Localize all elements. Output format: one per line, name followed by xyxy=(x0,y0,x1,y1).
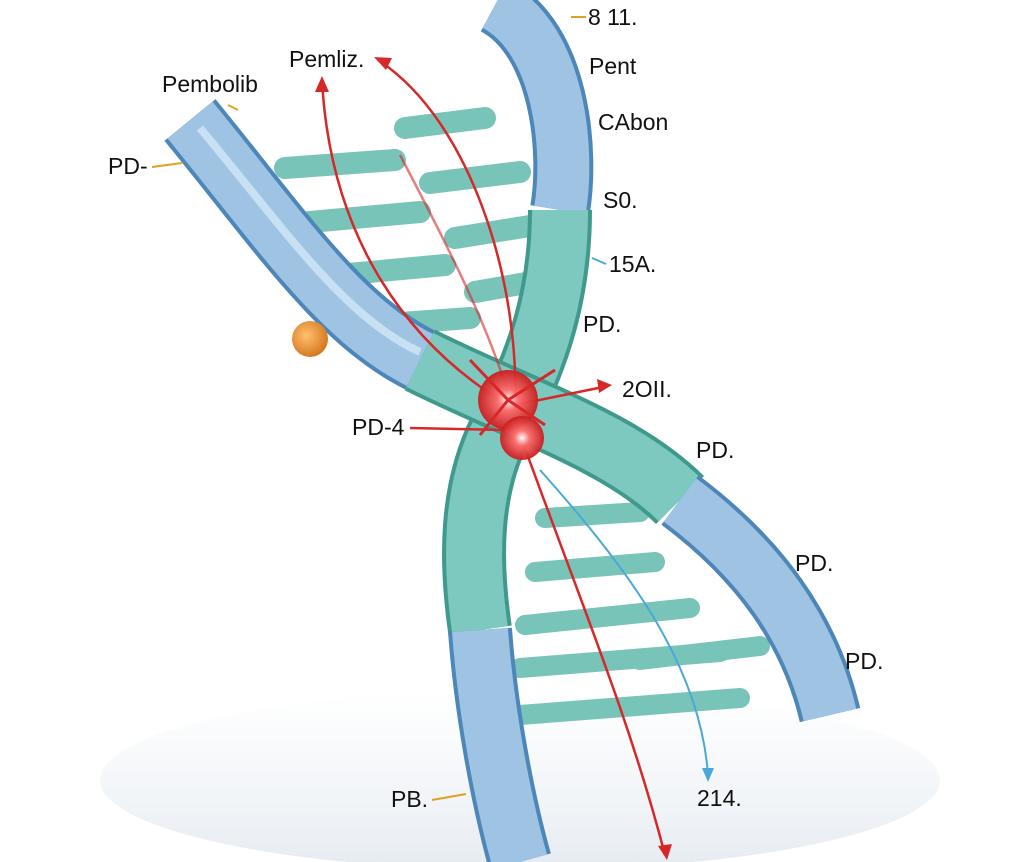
label-2011: 2OII. xyxy=(622,376,672,402)
label-pembolib: Pembolib xyxy=(162,71,258,97)
label-cabon: CAbon xyxy=(598,109,669,135)
red-arrow-down xyxy=(520,439,667,856)
rung xyxy=(299,201,431,233)
label-pent: Pent xyxy=(589,53,637,79)
label-214: 214. xyxy=(697,785,742,811)
red-arrow-up-left xyxy=(320,79,509,407)
rung xyxy=(444,215,541,249)
rung xyxy=(525,552,665,582)
label-pd-3: PD. xyxy=(795,550,834,576)
label-pd-2: PD. xyxy=(696,437,735,463)
label-pb: PB. xyxy=(391,786,429,812)
rung xyxy=(394,107,496,139)
arrowhead xyxy=(315,76,329,92)
arrowhead xyxy=(597,379,612,393)
arrowhead xyxy=(374,57,392,70)
rung xyxy=(274,149,406,179)
blue-pointer-15a xyxy=(591,257,607,265)
rung xyxy=(515,598,700,635)
binding-site-bursts xyxy=(468,358,556,460)
rung xyxy=(419,161,531,194)
blue-arrows xyxy=(539,257,709,776)
rung xyxy=(630,636,770,670)
label-pd-4: PD. xyxy=(845,648,884,674)
red-arrow-up-right xyxy=(377,58,517,409)
label-pd-4-dash: PD-4 xyxy=(352,414,405,440)
rung xyxy=(535,502,650,528)
label-pd-1: PD. xyxy=(583,311,622,337)
red-line-left xyxy=(409,426,506,432)
label-pointers xyxy=(151,16,586,801)
arrowhead xyxy=(658,844,672,860)
lower-rungs xyxy=(510,502,770,725)
rung xyxy=(510,688,750,725)
label-s0: S0. xyxy=(603,187,638,213)
label-15a: 15A. xyxy=(609,251,657,277)
blue-arrow-down xyxy=(539,469,709,776)
label-8-11: 8 11. xyxy=(588,4,638,30)
label-pd-dash: PD- xyxy=(108,153,148,179)
molecule-ball xyxy=(292,321,328,357)
red-arrows xyxy=(320,58,667,856)
label-pemliz: Pemliz. xyxy=(289,46,365,72)
